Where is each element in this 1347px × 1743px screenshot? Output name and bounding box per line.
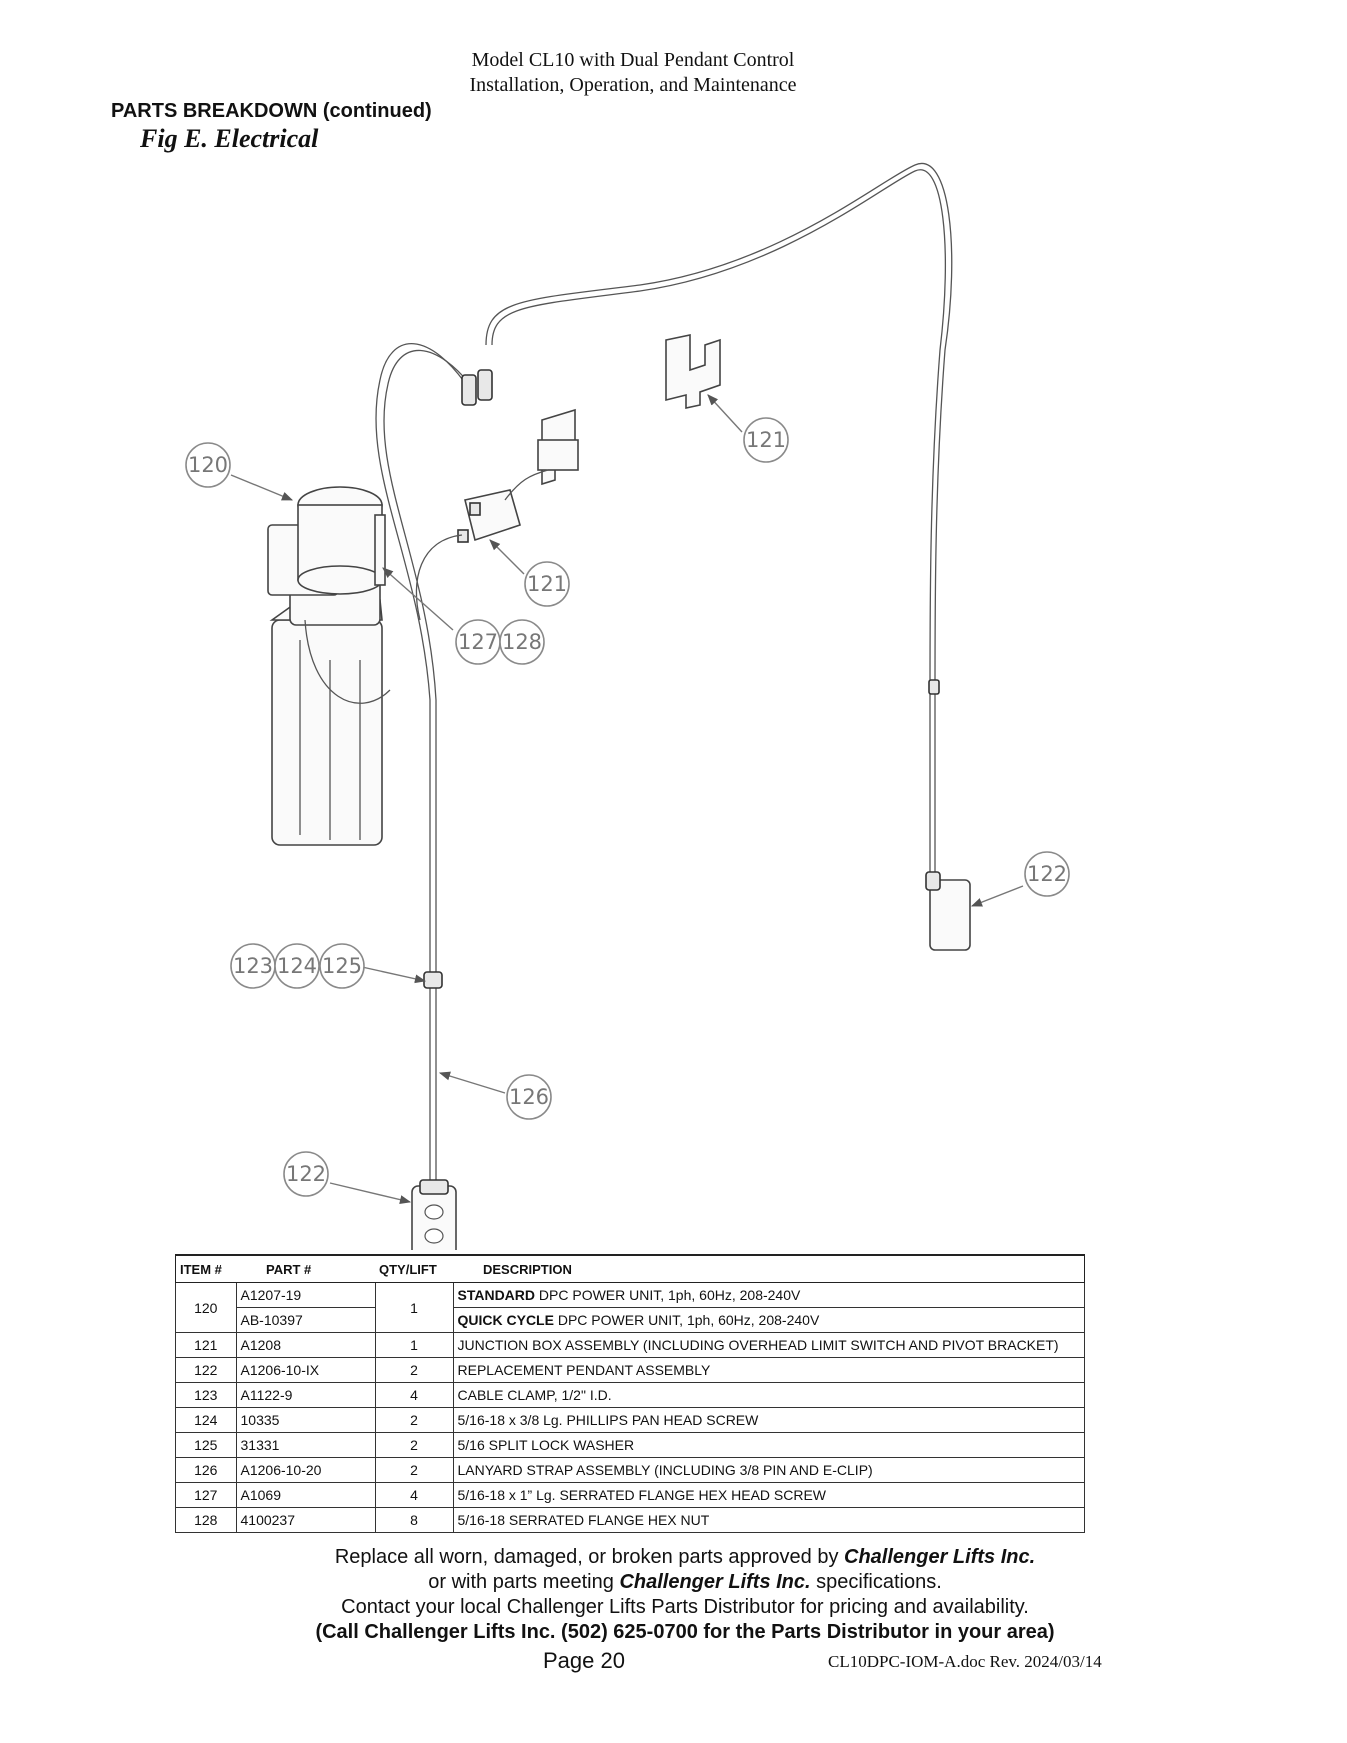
svg-text:122: 122 (286, 1162, 326, 1186)
callout-121-upper: 121 (743, 417, 789, 463)
footer-line-3: Contact your local Challenger Lifts Part… (341, 1596, 1029, 1618)
svg-text:125: 125 (322, 954, 362, 978)
cell-description: 5/16-18 SERRATED FLANGE HEX NUT (452, 1507, 1085, 1533)
cell-description: 5/16 SPLIT LOCK WASHER (452, 1432, 1085, 1458)
svg-text:122: 122 (1027, 862, 1067, 886)
svg-text:127: 127 (458, 630, 498, 654)
cell-part: A1206-10-IX (235, 1357, 376, 1383)
cell-qty: 4 (374, 1482, 454, 1508)
table-row: 124 10335 2 5/16-18 x 3/8 Lg. PHILLIPS P… (175, 1407, 1085, 1433)
cell-item: 125 (175, 1432, 237, 1458)
cell-item: 121 (175, 1332, 237, 1358)
table-row: 125 31331 2 5/16 SPLIT LOCK WASHER (175, 1432, 1085, 1458)
cell-description: STANDARD DPC POWER UNIT, 1ph, 60Hz, 208-… (452, 1282, 1085, 1308)
header-subtitle: Installation, Operation, and Maintenance (469, 74, 797, 96)
cell-qty: 2 (374, 1407, 454, 1433)
svg-text:120: 120 (188, 453, 228, 477)
callout-126: 126 (506, 1074, 552, 1120)
cell-part: 31331 (235, 1432, 376, 1458)
pivot-bracket (665, 334, 721, 409)
cell-item: 128 (175, 1507, 237, 1533)
overhead-cable (485, 162, 953, 880)
cell-item: 122 (175, 1357, 237, 1383)
callout-120: 120 (185, 442, 231, 488)
cable-clamp (423, 971, 443, 989)
col-header-qty: QTY/LIFT (375, 1254, 453, 1283)
cell-item: 124 (175, 1407, 237, 1433)
pendant-left (411, 1179, 457, 1250)
header-model: Model CL10 with Dual Pendant Control (471, 49, 795, 71)
col-header-item: ITEM # (175, 1254, 236, 1283)
callout-123: 123 (230, 943, 276, 989)
cell-qty: 2 (374, 1457, 454, 1483)
cell-item: 126 (175, 1457, 237, 1483)
table-row: 120 A1207-19 1 STANDARD DPC POWER UNIT, … (175, 1282, 1085, 1333)
document-reference: CL10DPC-IOM-A.doc Rev. 2024/03/14 (828, 1652, 1102, 1671)
page-number: Page 20 (543, 1648, 625, 1673)
cell-part: A1069 (235, 1482, 376, 1508)
table-row: 122 A1206-10-IX 2 REPLACEMENT PENDANT AS… (175, 1357, 1085, 1383)
table-row: 127 A1069 4 5/16-18 x 1” Lg. SERRATED FL… (175, 1482, 1085, 1508)
cell-part: 4100237 (235, 1507, 376, 1533)
cell-description: QUICK CYCLE DPC POWER UNIT, 1ph, 60Hz, 2… (452, 1307, 1085, 1333)
cell-description: 5/16-18 x 1” Lg. SERRATED FLANGE HEX HEA… (452, 1482, 1085, 1508)
svg-text:126: 126 (509, 1085, 549, 1109)
svg-text:121: 121 (746, 428, 786, 452)
svg-text:121: 121 (527, 572, 567, 596)
cell-qty: 1 (374, 1332, 454, 1358)
svg-text:124: 124 (277, 954, 317, 978)
table-row: 123 A1122-9 4 CABLE CLAMP, 1/2" I.D. (175, 1382, 1085, 1408)
cell-qty: 8 (374, 1507, 454, 1533)
cell-description: CABLE CLAMP, 1/2" I.D. (452, 1382, 1085, 1408)
cell-part: 10335 (235, 1407, 376, 1433)
parts-table: ITEM # PART # QTY/LIFT DESCRIPTION 120 A… (175, 1254, 1085, 1533)
table-header-row: ITEM # PART # QTY/LIFT DESCRIPTION (175, 1254, 1085, 1283)
cell-part: A1206-10-20 (235, 1457, 376, 1483)
cable-connector (461, 374, 477, 406)
table-row: 128 4100237 8 5/16-18 SERRATED FLANGE HE… (175, 1507, 1085, 1533)
col-header-description: DESCRIPTION (453, 1254, 1085, 1283)
callout-127: 127 (455, 619, 501, 665)
cell-qty: 1 (374, 1282, 454, 1333)
table-row: AB-10397 QUICK CYCLE DPC POWER UNIT, 1ph… (176, 1307, 1085, 1333)
callout-121-lower: 121 (524, 561, 570, 607)
footer-line-1: Replace all worn, damaged, or broken par… (334, 1546, 1036, 1568)
footer-line-4: (Call Challenger Lifts Inc. (502) 625-07… (315, 1621, 1055, 1643)
cell-part: A1208 (235, 1332, 376, 1358)
cell-part: A1122-9 (235, 1382, 376, 1408)
callout-124: 124 (274, 943, 320, 989)
cell-part: AB-10397 (235, 1307, 376, 1333)
table-row: 126 A1206-10-20 2 LANYARD STRAP ASSEMBLY… (175, 1457, 1085, 1483)
col-header-part: PART # (236, 1254, 375, 1283)
cell-description: 5/16-18 x 3/8 Lg. PHILLIPS PAN HEAD SCRE… (452, 1407, 1085, 1433)
callout-122-left: 122 (283, 1151, 329, 1197)
cell-description: LANYARD STRAP ASSEMBLY (INCLUDING 3/8 PI… (452, 1457, 1085, 1483)
callout-125: 125 (319, 943, 365, 989)
power-unit (267, 486, 391, 846)
cell-qty: 4 (374, 1382, 454, 1408)
cell-qty: 2 (374, 1432, 454, 1458)
cell-item: 123 (175, 1382, 237, 1408)
pendant-right (925, 679, 971, 951)
cell-description: REPLACEMENT PENDANT ASSEMBLY (452, 1357, 1085, 1383)
cell-item: 120 (175, 1282, 237, 1333)
cell-part: A1207-19 (235, 1282, 376, 1308)
cell-item: 127 (175, 1482, 237, 1508)
svg-text:123: 123 (233, 954, 273, 978)
section-title: PARTS BREAKDOWN (continued) (111, 100, 432, 122)
junction-box (415, 408, 579, 621)
electrical-diagram: 120 121 121 127 128 122 123 124 125 126 … (185, 162, 1070, 1250)
table-row: 121 A1208 1 JUNCTION BOX ASSEMBLY (INCLU… (175, 1332, 1085, 1358)
svg-text:128: 128 (502, 630, 542, 654)
cell-qty: 2 (374, 1357, 454, 1383)
main-cable (375, 343, 471, 1185)
footer-line-2: or with parts meeting Challenger Lifts I… (428, 1571, 942, 1593)
callout-122-right: 122 (1024, 851, 1070, 897)
figure-title: Fig E. Electrical (140, 124, 319, 153)
callout-128: 128 (499, 619, 545, 665)
cable-connector (477, 369, 493, 401)
cell-description: JUNCTION BOX ASSEMBLY (INCLUDING OVERHEA… (452, 1332, 1085, 1358)
